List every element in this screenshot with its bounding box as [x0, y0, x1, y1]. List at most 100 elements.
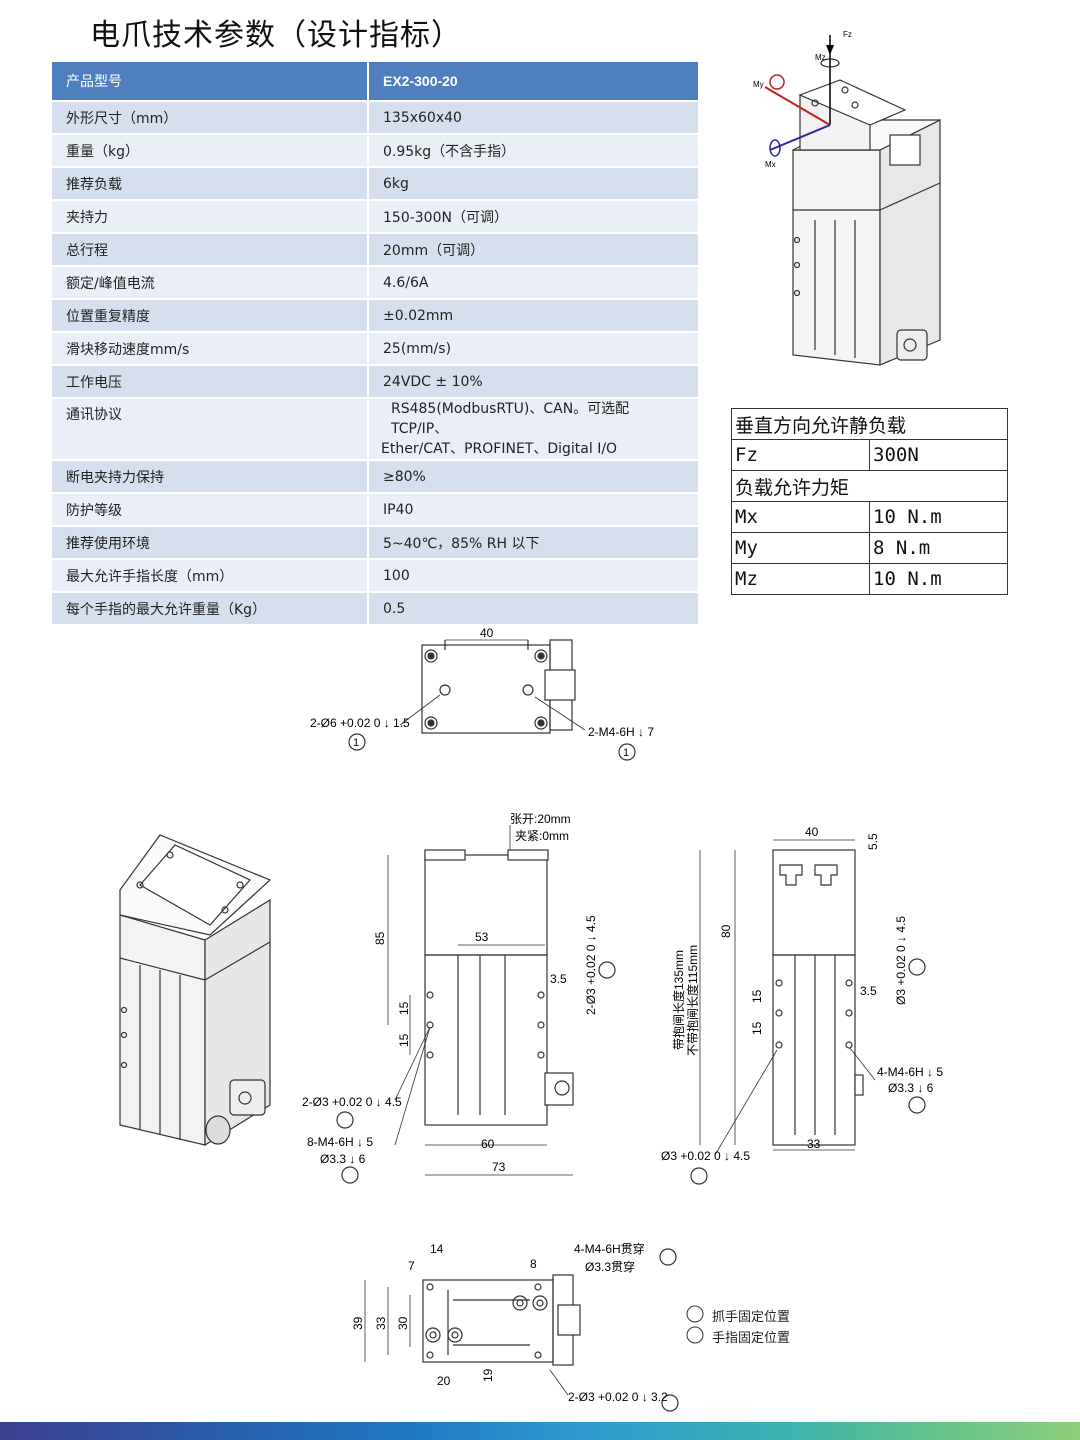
spec-value-line1: RS485(ModbusRTU)、CAN。可选配TCP/IP、 [391, 401, 630, 437]
fz-value: 300N [869, 439, 1008, 471]
footer-color-bar [0, 1422, 1080, 1440]
side-dim-40: 40 [805, 825, 819, 839]
spec-value: 135x60x40 [369, 102, 698, 135]
spec-label: 最大允许手指长度（mm） [52, 560, 369, 593]
spec-label: 总行程 [52, 234, 369, 267]
side-view-drawing: 40 5.5 80 带抱闸长度135mm 不带抱闸长度115mm 15 15 3… [661, 825, 943, 1185]
top-view-drawing: 40 2-Ø6 +0.02 0 ↓ 1.5 2-M4-6H ↓ 7 1 1 [310, 626, 654, 761]
side-dim-80: 80 [719, 924, 733, 938]
spec-value: 150-300N（可调） [369, 201, 698, 234]
close-stroke-label: 夹紧:0mm [515, 829, 569, 843]
bottom-dim-30: 30 [396, 1316, 410, 1330]
spec-value: 20mm（可调） [369, 234, 698, 267]
spec-value: IP40 [369, 494, 698, 527]
side-dim-15b: 15 [750, 1021, 764, 1035]
bottom-dim-19: 19 [481, 1368, 495, 1382]
front-note-hole: 2-Ø3 +0.02 0 ↓ 4.5 [302, 1095, 402, 1109]
spec-row: 通讯协议 RS485(ModbusRTU)、CAN。可选配TCP/IP、 Ether… [52, 399, 698, 461]
open-stroke-label: 张开:20mm [510, 812, 571, 826]
bottom-dim-7: 7 [408, 1259, 415, 1273]
spec-header-value: EX2-300-20 [369, 62, 698, 102]
spec-label: 滑块移动速度mm/s [52, 333, 369, 366]
dim-73: 73 [492, 1160, 506, 1174]
side-len-with-brake: 带抱闸长度135mm [671, 950, 686, 1050]
fz-axis-label: Fz [843, 30, 852, 39]
spec-label: 重量（kg） [52, 135, 369, 168]
front-note-d33: Ø3.3 ↓ 6 [320, 1152, 366, 1166]
spec-value: ±0.02mm [369, 300, 698, 333]
legend [686, 1305, 704, 1344]
bottom-note-bottom: 2-Ø3 +0.02 0 ↓ 3.2 [568, 1390, 668, 1404]
top-hole-right-note: 2-M4-6H ↓ 7 [588, 725, 654, 739]
spec-value: 4.6/6A [369, 267, 698, 300]
spec-label: 额定/峰值电流 [52, 267, 369, 300]
spec-label: 工作电压 [52, 366, 369, 399]
front-note-m4: 8-M4-6H ↓ 5 [307, 1135, 373, 1149]
my-label: My [731, 532, 870, 564]
spec-row: 重量（kg）0.95kg（不含手指） [52, 135, 698, 168]
mz-value: 10 N.m [869, 563, 1008, 595]
spec-label: 外形尺寸（mm） [52, 102, 369, 135]
spec-label: 通讯协议 [52, 399, 369, 461]
mz-axis-label: Mz [815, 53, 826, 62]
legend-item-1: 抓手固定位置 [712, 1310, 791, 1325]
bottom-note-top2: Ø3.3贯穿 [585, 1259, 635, 1274]
spec-value-line2: Ether/CAT、PROFINET、Digital I/O [381, 441, 618, 457]
legend-item-2: 手指固定位置 [712, 1331, 791, 1346]
side-note-bottom: Ø3 +0.02 0 ↓ 4.5 [661, 1149, 750, 1163]
side-dim-3-5: 3.5 [860, 984, 877, 998]
spec-label: 夹持力 [52, 201, 369, 234]
side-hole-note: Ø3 +0.02 0 ↓ 4.5 [894, 916, 908, 1005]
spec-label: 推荐使用环境 [52, 527, 369, 560]
spec-table: 产品型号 EX2-300-20 外形尺寸（mm）135x60x40 重量（kg）… [52, 62, 698, 626]
side-len-without-brake: 不带抱闸长度115mm [685, 945, 700, 1056]
bottom-view-drawing: 14 7 8 39 33 30 20 19 4-M4-6H贯穿 Ø3.3贯穿 2… [351, 1241, 679, 1412]
spec-row: 外形尺寸（mm）135x60x40 [52, 102, 698, 135]
spec-value: 5~40℃，85% RH 以下 [369, 527, 698, 560]
dim-15b: 15 [397, 1033, 411, 1047]
spec-row: 位置重复精度±0.02mm [52, 300, 698, 333]
dim-53: 53 [475, 930, 489, 944]
dim-60: 60 [481, 1137, 495, 1151]
ref-marker-1: 1 [353, 737, 359, 749]
bottom-note-top1: 4-M4-6H贯穿 [574, 1241, 645, 1256]
dim-15a: 15 [397, 1001, 411, 1015]
fz-label: Fz [731, 439, 870, 471]
spec-value: 0.95kg（不含手指） [369, 135, 698, 168]
spec-value: 100 [369, 560, 698, 593]
page-title: 电爪技术参数（设计指标） [90, 18, 462, 53]
side-note-d33: Ø3.3 ↓ 6 [888, 1081, 934, 1095]
side-dim-33: 33 [807, 1137, 821, 1151]
spec-value: 25(mm/s) [369, 333, 698, 366]
front-view-drawing: 张开:20mm 夹紧:0mm 85 53 15 15 3.5 2-Ø3 +0.0… [302, 812, 616, 1184]
spec-value: RS485(ModbusRTU)、CAN。可选配TCP/IP、 Ether/CAT… [369, 399, 698, 461]
dim-85: 85 [373, 931, 387, 945]
spec-header-row: 产品型号 EX2-300-20 [52, 62, 698, 102]
spec-row: 最大允许手指长度（mm）100 [52, 560, 698, 593]
gripper-iso-figure [119, 834, 272, 1147]
static-load-title: 垂直方向允许静负载 [731, 408, 1008, 440]
bottom-dim-33: 33 [374, 1316, 388, 1330]
spec-label: 位置重复精度 [52, 300, 369, 333]
spec-value: ≥80% [369, 461, 698, 494]
mz-label: Mz [731, 563, 870, 595]
bottom-dim-8: 8 [530, 1257, 537, 1271]
spec-label: 每个手指的最大允许重量（Kg） [52, 593, 369, 626]
bottom-dim-14: 14 [430, 1242, 444, 1256]
top-hole-left-note: 2-Ø6 +0.02 0 ↓ 1.5 [310, 716, 410, 730]
spec-header-label: 产品型号 [52, 62, 369, 102]
spec-label: 防护等级 [52, 494, 369, 527]
moment-title: 负载允许力矩 [731, 470, 1008, 502]
my-axis-label: My [753, 80, 764, 89]
side-dim-15a: 15 [750, 989, 764, 1003]
top-dim-40: 40 [480, 626, 494, 640]
front-side-hole-note: 2-Ø3 +0.02 0 ↓ 4.5 [584, 915, 598, 1015]
spec-value: 0.5 [369, 593, 698, 626]
